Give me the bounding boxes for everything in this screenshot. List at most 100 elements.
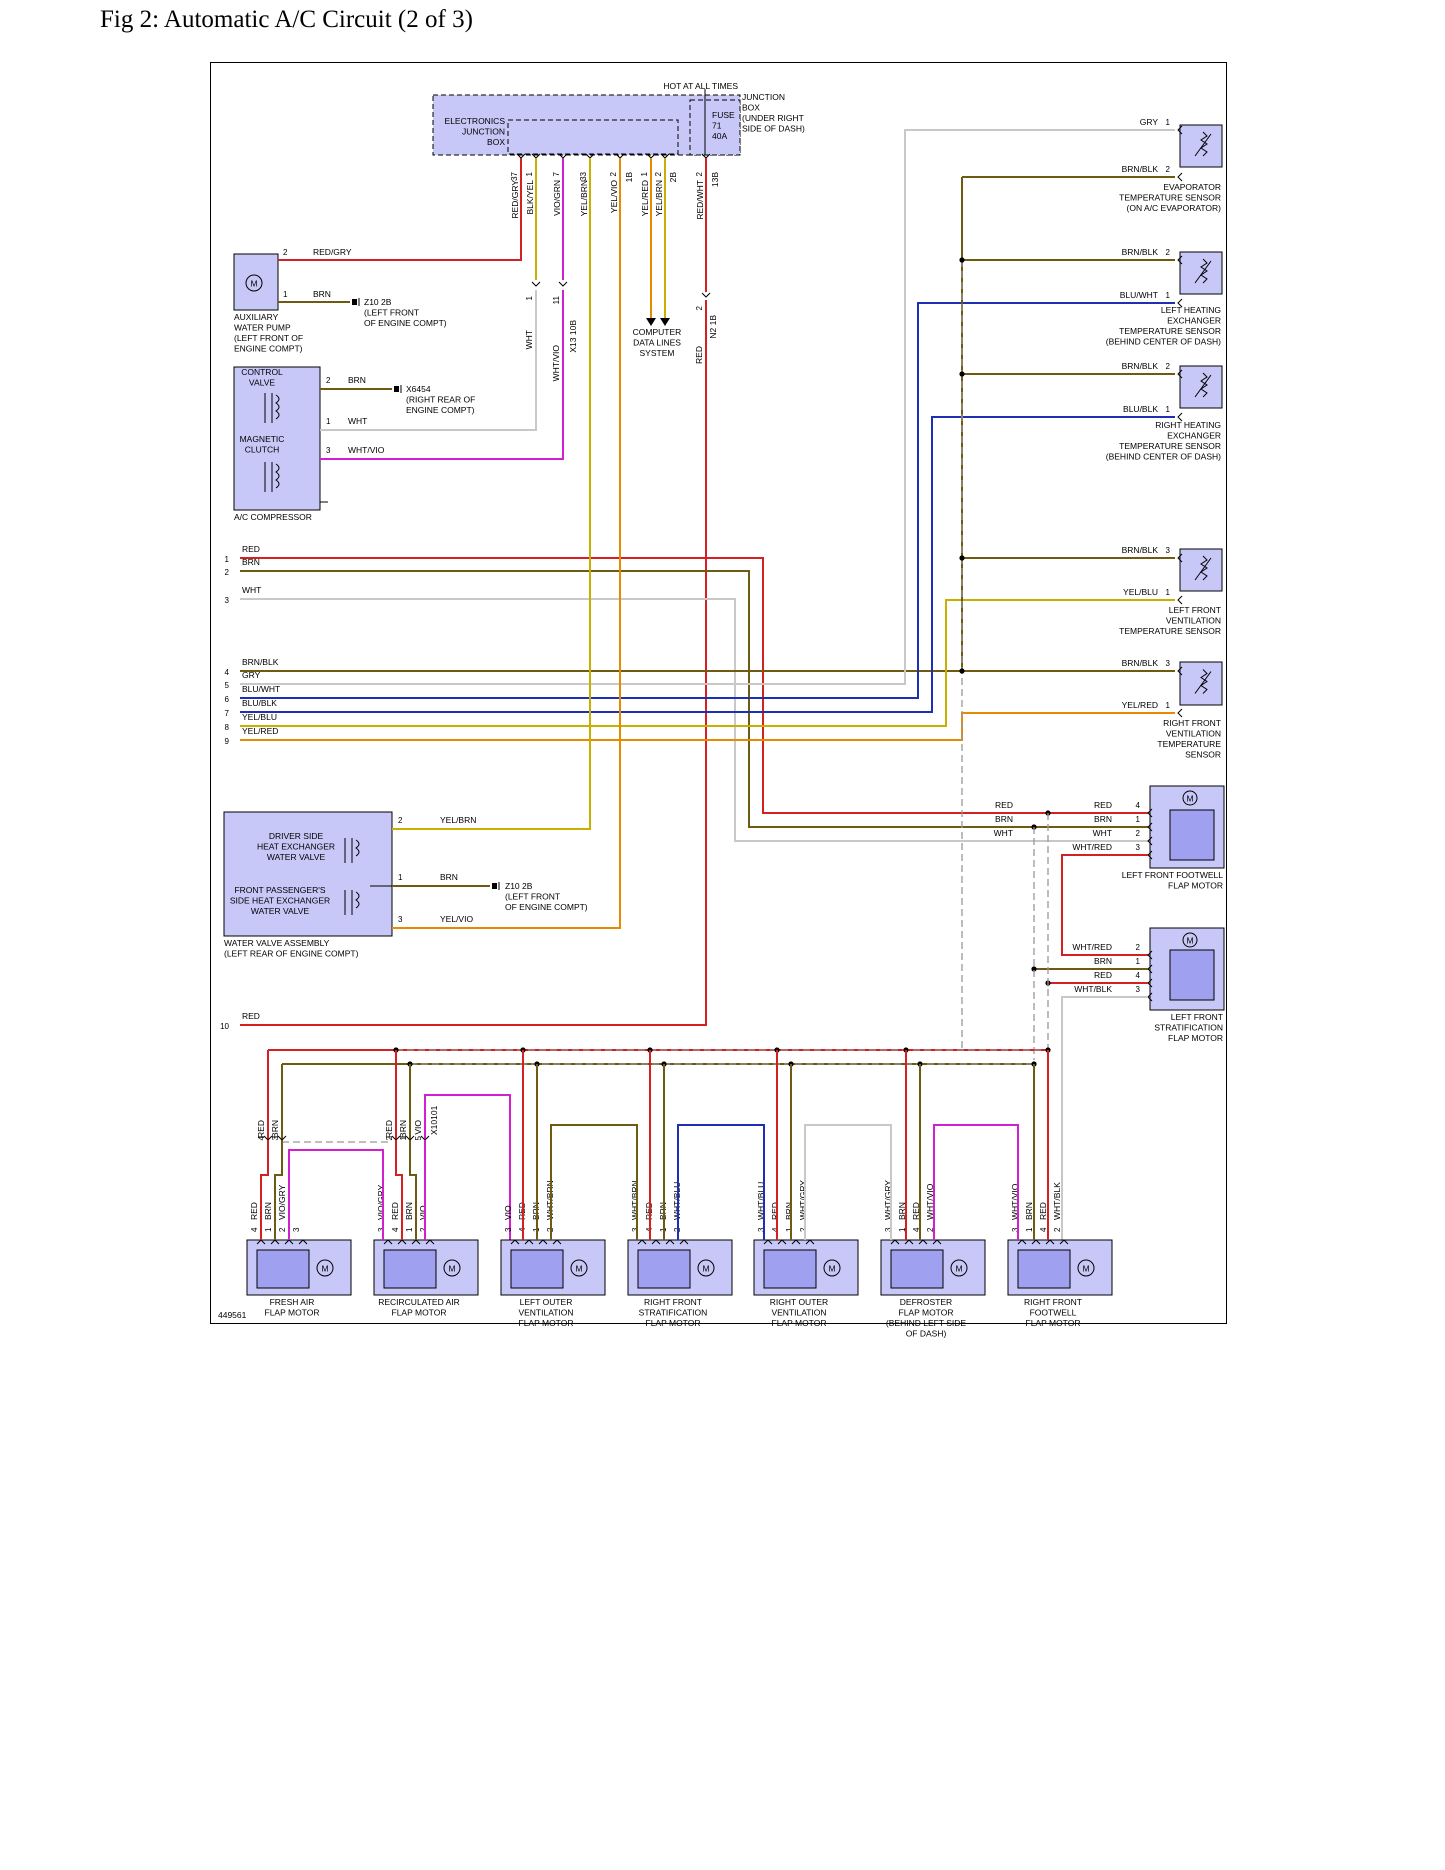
page-title: Fig 2: Automatic A/C Circuit (2 of 3) bbox=[100, 6, 473, 33]
pin-number: 4 bbox=[250, 1227, 259, 1232]
wire-red bbox=[260, 1140, 269, 1240]
connector-icon bbox=[1177, 412, 1183, 422]
wire-color: WHT/GRY bbox=[883, 1180, 893, 1220]
connector-icon bbox=[1177, 298, 1183, 308]
wire-color: RED bbox=[1094, 800, 1112, 810]
motor-icon bbox=[697, 1259, 715, 1277]
connector-icon bbox=[524, 1239, 534, 1245]
fuse-label: 71 bbox=[712, 121, 722, 131]
wire-wht-3 bbox=[240, 598, 1148, 842]
pin-number: 1 bbox=[1136, 815, 1141, 824]
motor-glyph: M bbox=[1186, 794, 1193, 804]
flap-motor-label: FRESH AIR bbox=[270, 1297, 315, 1307]
wire-color: BRN bbox=[1024, 1202, 1034, 1220]
connector-icon bbox=[425, 1239, 435, 1245]
motor-icon bbox=[1182, 790, 1198, 806]
jb-label: (UNDER RIGHT bbox=[742, 113, 804, 123]
motor-icon bbox=[316, 1259, 334, 1277]
wire-color: RED bbox=[911, 1202, 921, 1220]
ground-label: OF ENGINE COMPT) bbox=[505, 902, 588, 912]
wire-color: YEL/RED bbox=[1122, 700, 1158, 710]
pin-number: 1 bbox=[1166, 701, 1171, 710]
motor-body bbox=[1017, 1249, 1071, 1289]
motor-icon bbox=[245, 274, 263, 292]
flap-motor-label: RIGHT FRONT bbox=[1024, 1297, 1082, 1307]
wire-color: WHT bbox=[524, 330, 534, 349]
connector-id: N2 1B bbox=[708, 315, 718, 339]
sensor-icon bbox=[1200, 258, 1208, 284]
connector-icon bbox=[651, 1239, 661, 1245]
sensor-icon bbox=[1200, 372, 1208, 398]
wire-vio-gry bbox=[288, 1149, 384, 1240]
pin-number: 3 bbox=[377, 1227, 386, 1232]
wire-color: YEL/RED bbox=[640, 180, 650, 216]
wire-color: RED bbox=[242, 544, 260, 554]
wire-color: RED bbox=[384, 1120, 394, 1138]
connector-icon bbox=[637, 1239, 647, 1245]
fuse-label: FUSE bbox=[712, 110, 735, 120]
ejb-inner bbox=[507, 119, 679, 155]
wire-color: WHT bbox=[1093, 828, 1112, 838]
pin-number: 2 bbox=[326, 376, 331, 385]
wire-wht-vio bbox=[320, 290, 564, 460]
flap-motor-label: LEFT OUTER bbox=[520, 1297, 573, 1307]
control-valve-label: VALVE bbox=[249, 378, 275, 388]
motor-icon bbox=[1182, 932, 1198, 948]
wire-color: BRN/BLK bbox=[242, 657, 279, 667]
control-valve-label: CONTROL bbox=[241, 367, 283, 377]
ground-label: Z10 2B bbox=[505, 881, 533, 891]
connector-icon bbox=[1177, 708, 1183, 718]
wire-color: WHT/VIO bbox=[1010, 1183, 1020, 1220]
wire-color: RED bbox=[249, 1202, 259, 1220]
motor-body bbox=[637, 1249, 691, 1289]
wire-color: WHT/VIO bbox=[348, 445, 385, 455]
wire-wht-brn bbox=[550, 1124, 638, 1240]
connector-icon bbox=[298, 1239, 308, 1245]
wire-wht-vio bbox=[933, 1124, 1019, 1240]
motor-icon bbox=[1077, 1259, 1095, 1277]
sensor-icon bbox=[1200, 131, 1208, 157]
wire-yel-vio bbox=[392, 158, 621, 929]
pin-number: 1 bbox=[405, 1227, 414, 1232]
motor-glyph: M bbox=[575, 1264, 582, 1274]
pin-number: 3 bbox=[1011, 1227, 1020, 1232]
sensor-label: (BEHIND CENTER OF DASH) bbox=[1106, 452, 1221, 462]
pin-number: 1 bbox=[398, 873, 403, 882]
wire-color: WHT bbox=[242, 585, 261, 595]
wire-gry-5 bbox=[240, 129, 1175, 685]
sensor-icon bbox=[1200, 555, 1208, 581]
sensor-label: LEFT HEATING bbox=[1161, 305, 1221, 315]
motor-body bbox=[1169, 809, 1215, 861]
temperature-sensor bbox=[1179, 548, 1223, 592]
wire-color: BRN bbox=[270, 1120, 280, 1138]
strat-motor-label: STRATIFICATION bbox=[1154, 1023, 1223, 1033]
pin-number: 5 bbox=[225, 681, 230, 690]
pin-number: 3 bbox=[1136, 843, 1141, 852]
splice-dot bbox=[959, 257, 965, 263]
temperature-sensor bbox=[1179, 251, 1223, 295]
sensor-icon bbox=[1194, 133, 1212, 157]
wire-red-gry bbox=[278, 158, 522, 261]
sensor-label: TEMPERATURE SENSOR bbox=[1119, 193, 1221, 203]
flap-motor-label: (BEHIND LEFT SIDE bbox=[886, 1318, 966, 1328]
motor-icon bbox=[823, 1259, 841, 1277]
sensor-label: LEFT FRONT bbox=[1169, 605, 1221, 615]
wire-color: WHT/VIO bbox=[925, 1183, 935, 1220]
wire-color: WHT/RED bbox=[1072, 942, 1112, 952]
connector-icon bbox=[538, 1239, 548, 1245]
computer-data-label: COMPUTER bbox=[633, 327, 682, 337]
pin-number: 4 bbox=[1039, 1227, 1048, 1232]
connector-icon bbox=[777, 1239, 787, 1245]
wire-blu-wht-6 bbox=[240, 302, 1175, 699]
coil-icon bbox=[344, 838, 360, 915]
ground-label: Z10 2B bbox=[364, 297, 392, 307]
wire-color: VIO bbox=[503, 1205, 513, 1220]
pin-number: 1 bbox=[264, 1227, 273, 1232]
ground-label: X6454 bbox=[406, 384, 431, 394]
splice-dot bbox=[959, 668, 965, 674]
sensor-label: EVAPORATOR bbox=[1163, 182, 1221, 192]
flap-motor-label: RIGHT OUTER bbox=[770, 1297, 828, 1307]
connector-icon bbox=[1177, 553, 1183, 563]
wire-color: BRN/BLK bbox=[1122, 164, 1159, 174]
wire-color: BRN bbox=[348, 375, 366, 385]
